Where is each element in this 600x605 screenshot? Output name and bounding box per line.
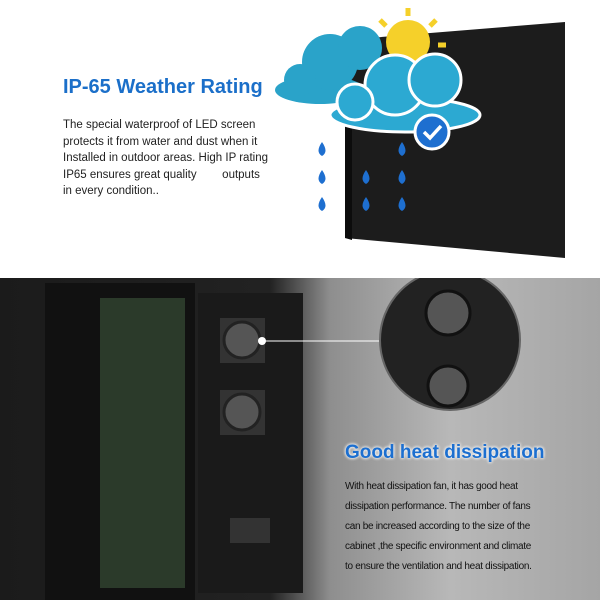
heat-dissipation-description: With heat dissipation fan, it has good h… bbox=[345, 477, 560, 577]
description-line: can be increased according to the size o… bbox=[345, 521, 530, 532]
cabinet-photo bbox=[0, 269, 600, 600]
check-badge-icon bbox=[413, 113, 451, 151]
fan-icon bbox=[220, 390, 265, 435]
rain-drop-icons bbox=[318, 142, 406, 211]
description-line: Installed in outdoor areas. High IP rati… bbox=[63, 152, 268, 164]
description-line: protects it from water and dust when it bbox=[63, 135, 258, 148]
description-line: to ensure the ventilation and heat dissi… bbox=[345, 561, 532, 572]
cloud-icon bbox=[275, 26, 382, 104]
fan-closeup-circle bbox=[379, 269, 521, 411]
led-module-boards bbox=[100, 298, 185, 588]
description-line: IP65 ensures great quality outputs bbox=[63, 168, 260, 181]
description-line: in every condition.. bbox=[63, 185, 159, 197]
description-line: dissipation performance. The number of f… bbox=[345, 501, 531, 512]
description-line: With heat dissipation fan, it has good h… bbox=[345, 481, 518, 492]
led-panel-weather-illustration bbox=[275, 8, 565, 258]
description-line: The special waterproof of LED screen bbox=[63, 119, 256, 131]
cabinet-illustration bbox=[45, 269, 521, 600]
sun-icon bbox=[378, 8, 446, 64]
description-line: cabinet ,the specific environment and cl… bbox=[345, 541, 532, 552]
heat-dissipation-title: Good heat dissipation bbox=[345, 442, 545, 463]
fan-icon bbox=[220, 318, 265, 363]
weather-rating-description: The special waterproof of LED screen pro… bbox=[63, 117, 293, 200]
weather-rating-title: IP-65 Weather Rating bbox=[63, 76, 263, 98]
